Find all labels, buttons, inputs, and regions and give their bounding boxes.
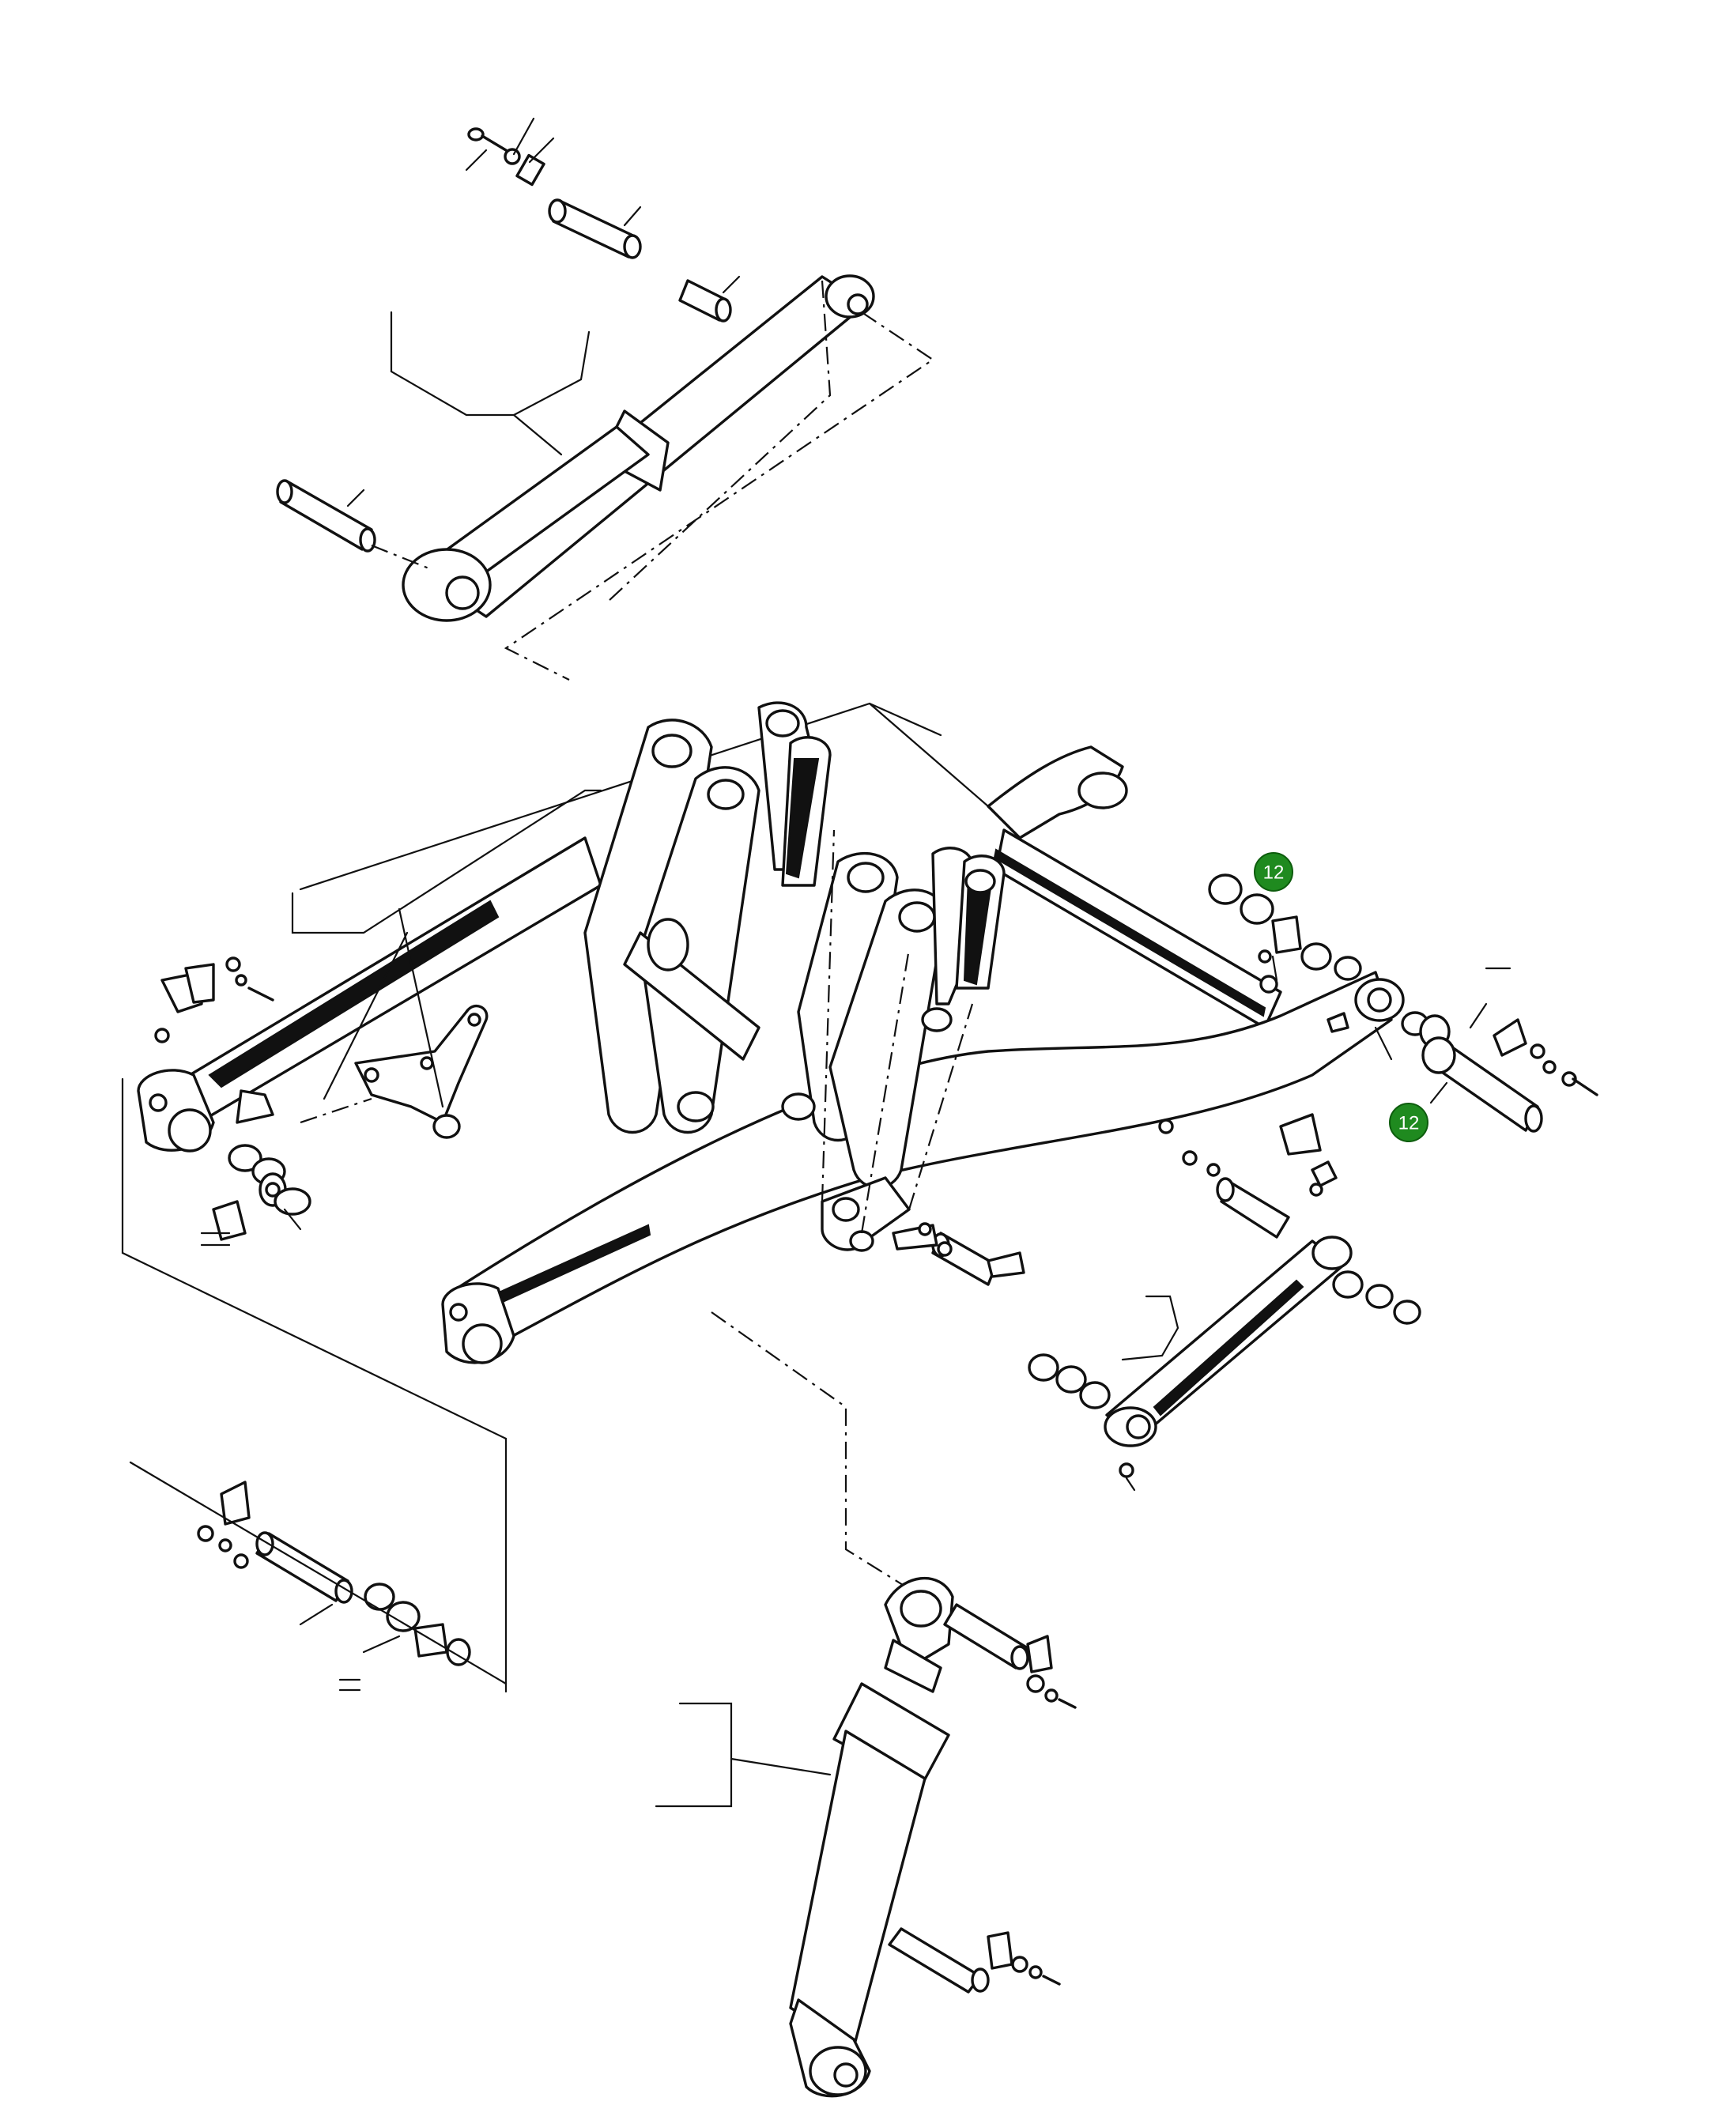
callout-12-upper[interactable]: 12	[1254, 852, 1293, 892]
right-upper-parts	[1208, 873, 1598, 1187]
cylinder-pin-left	[276, 479, 376, 553]
top-bolt-group	[465, 117, 555, 187]
upper-cylinder-assembly	[276, 117, 934, 681]
lift-arm-frame	[137, 702, 1405, 1364]
left-side-parts	[121, 789, 602, 1693]
right-lower-parts	[892, 1119, 1421, 1492]
callout-12-lower-circle[interactable]	[1389, 1103, 1428, 1142]
bushing-top	[678, 275, 741, 323]
lower-cylinder-assembly	[655, 1311, 1077, 2098]
center-linkage-plates	[583, 701, 1006, 1252]
callout-12-upper-circle[interactable]	[1254, 852, 1293, 892]
lower-left-parts	[129, 1461, 508, 1692]
callout-12-lower[interactable]: 12	[1389, 1103, 1428, 1142]
cylinder-pin-top	[548, 198, 642, 259]
